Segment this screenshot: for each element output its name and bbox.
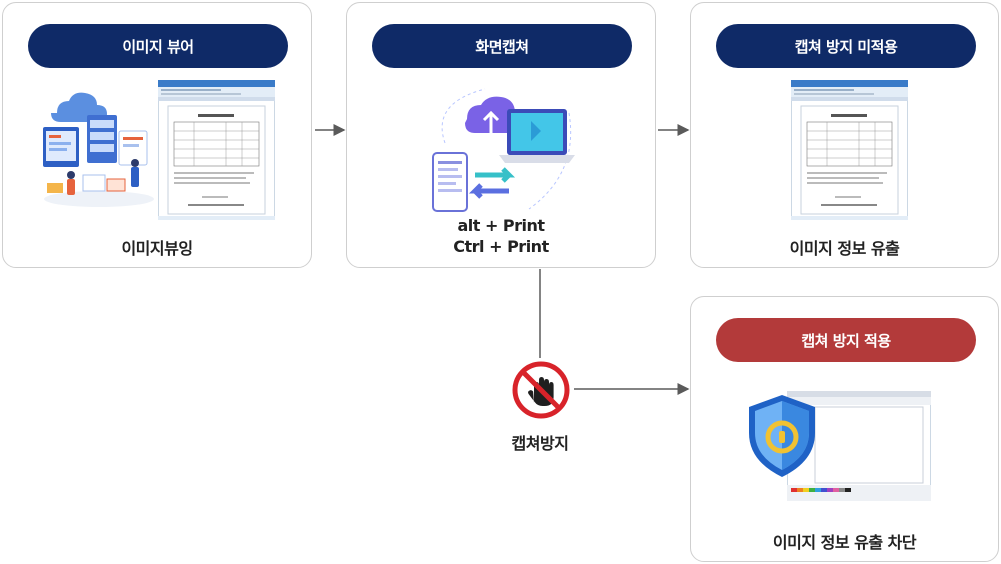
step-caption-leak-blocked: 이미지 정보 유출 차단 <box>772 533 917 552</box>
web-server-illustration <box>37 87 157 209</box>
step-title-image-viewer: 이미지 뷰어 <box>28 24 288 68</box>
stop-hand-icon <box>512 361 570 419</box>
screen-capture-illustration <box>427 83 577 219</box>
step-card-protection-applied: 캡쳐 방지 적용 이미지 정보 유출 차단 <box>690 296 999 562</box>
step-title-screen-capture: 화면캡쳐 <box>372 24 632 68</box>
step-card-screen-capture: 화면캡쳐 alt + Print Ctrl + Print <box>346 2 656 268</box>
step-caption-image-viewing: 이미지뷰잉 <box>121 239 193 258</box>
document-preview-image <box>158 80 275 220</box>
step-title-protection-applied: 캡쳐 방지 적용 <box>716 318 976 362</box>
step-card-no-protection: 캡쳐 방지 미적용 이미지 정보 유출 <box>690 2 999 268</box>
block-label: 캡쳐방지 <box>511 434 569 453</box>
capture-key-combos: alt + Print Ctrl + Print <box>347 215 655 257</box>
step-caption-info-leak: 이미지 정보 유출 <box>789 239 900 258</box>
leaked-document-image <box>791 80 908 220</box>
capture-keys-ctrl-print: Ctrl + Print <box>453 237 549 256</box>
capture-keys-alt-print: alt + Print <box>457 216 545 235</box>
security-shield-icon <box>745 393 819 479</box>
step-title-no-protection: 캡쳐 방지 미적용 <box>716 24 976 68</box>
step-card-image-viewer: 이미지 뷰어 <box>2 2 312 268</box>
